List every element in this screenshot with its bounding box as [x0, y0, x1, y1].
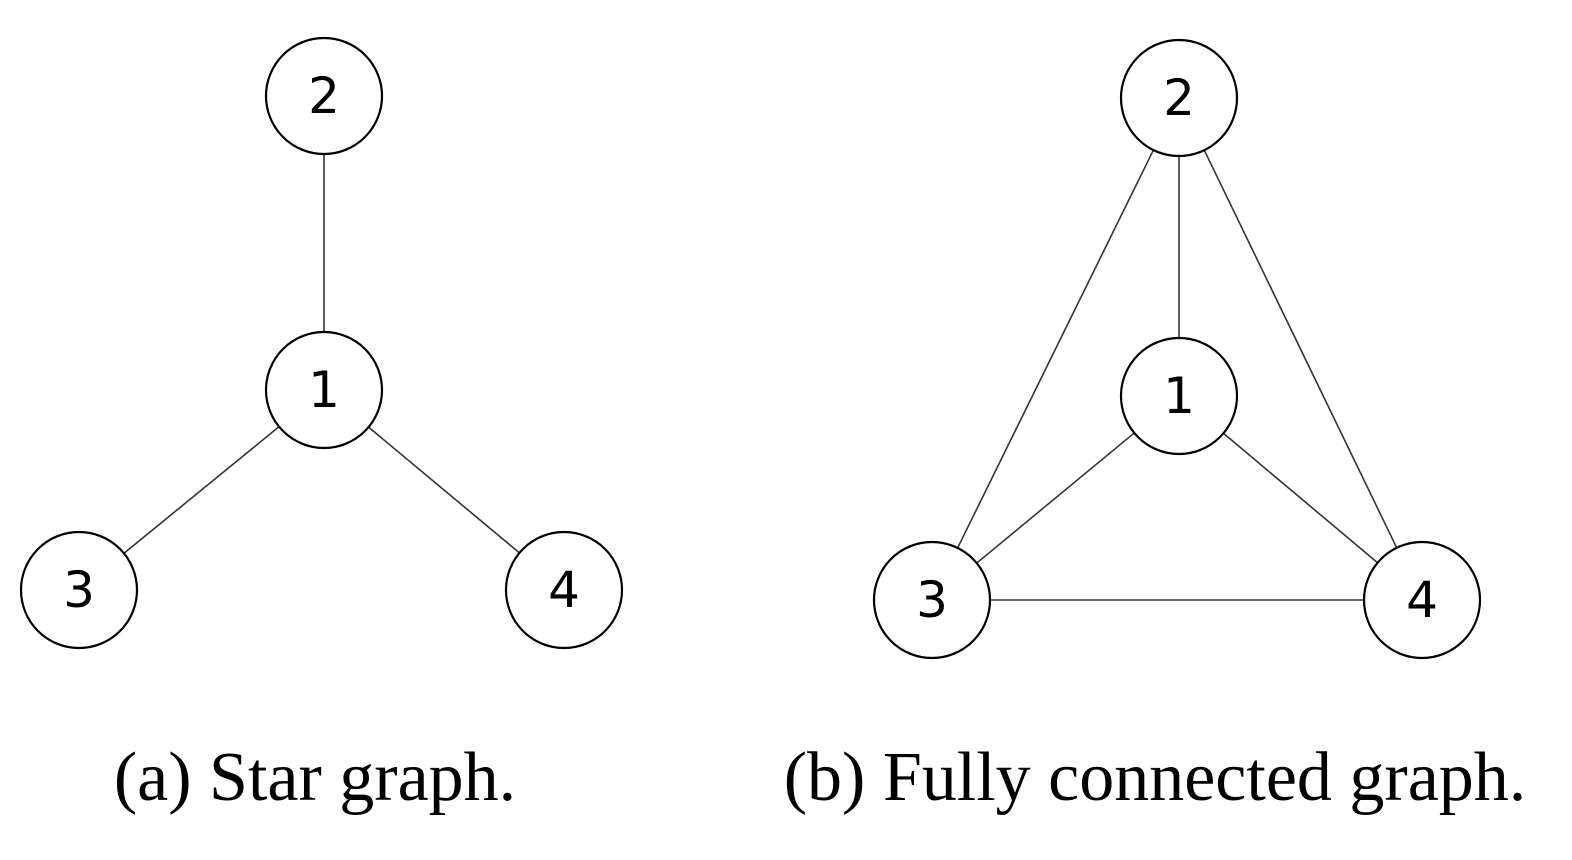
star-graph-node-1: 1: [264, 330, 384, 450]
fully-connected-graph-node-1-label: 1: [1163, 367, 1195, 425]
star-graph-node-2-circle: [264, 36, 384, 156]
fully-connected-graph-node-3-label: 3: [916, 571, 948, 629]
fully-connected-graph-caption: (b) Fully connected graph.: [784, 739, 1527, 816]
fully-connected-graph-edge-1-4: [1222, 432, 1379, 564]
star-graph-edge-1-4: [368, 426, 520, 554]
fully-connected-graph-edge-2-4: [1203, 149, 1398, 549]
star-graph-node-4-circle: [504, 530, 624, 650]
fully-connected-graph-node-1: 1: [1119, 336, 1239, 456]
star-graph-node-4-label: 4: [548, 561, 580, 619]
fully-connected-graph-nodes: 1 2 3 4: [872, 38, 1482, 660]
star-graph-node-2-label: 2: [308, 67, 340, 125]
star-graph-edge-1-3: [123, 426, 280, 554]
fully-connected-graph-node-2: 2: [1119, 38, 1239, 158]
star-graph-node-1-label: 1: [308, 361, 340, 419]
star-graph-caption: (a) Star graph.: [114, 739, 516, 816]
star-graph-node-4: 4: [504, 530, 624, 650]
star-graph: 1 2 3 4 (a) Star graph.: [19, 36, 624, 816]
fully-connected-graph-node-4-circle: [1362, 540, 1482, 660]
star-graph-nodes: 1 2 3 4: [19, 36, 624, 650]
star-graph-node-1-circle: [264, 330, 384, 450]
star-graph-edges: [123, 154, 520, 554]
fully-connected-graph-node-4: 4: [1362, 540, 1482, 660]
fully-connected-graph-edge-1-3: [976, 432, 1135, 564]
fully-connected-graph-node-3-circle: [872, 540, 992, 660]
fully-connected-graph-node-3: 3: [872, 540, 992, 660]
star-graph-node-3: 3: [19, 530, 139, 650]
star-graph-node-2: 2: [264, 36, 384, 156]
star-graph-node-3-label: 3: [63, 561, 95, 619]
fully-connected-graph-node-2-label: 2: [1163, 69, 1195, 127]
fully-connected-graph-node-4-label: 4: [1406, 571, 1438, 629]
fully-connected-graph: 1 2 3 4 (b) Fully connected graph.: [784, 38, 1527, 816]
star-graph-node-3-circle: [19, 530, 139, 650]
fully-connected-graph-edges: [956, 149, 1398, 601]
fully-connected-graph-node-1-circle: [1119, 336, 1239, 456]
fully-connected-graph-node-2-circle: [1119, 38, 1239, 158]
fully-connected-graph-edge-2-3: [956, 149, 1155, 549]
